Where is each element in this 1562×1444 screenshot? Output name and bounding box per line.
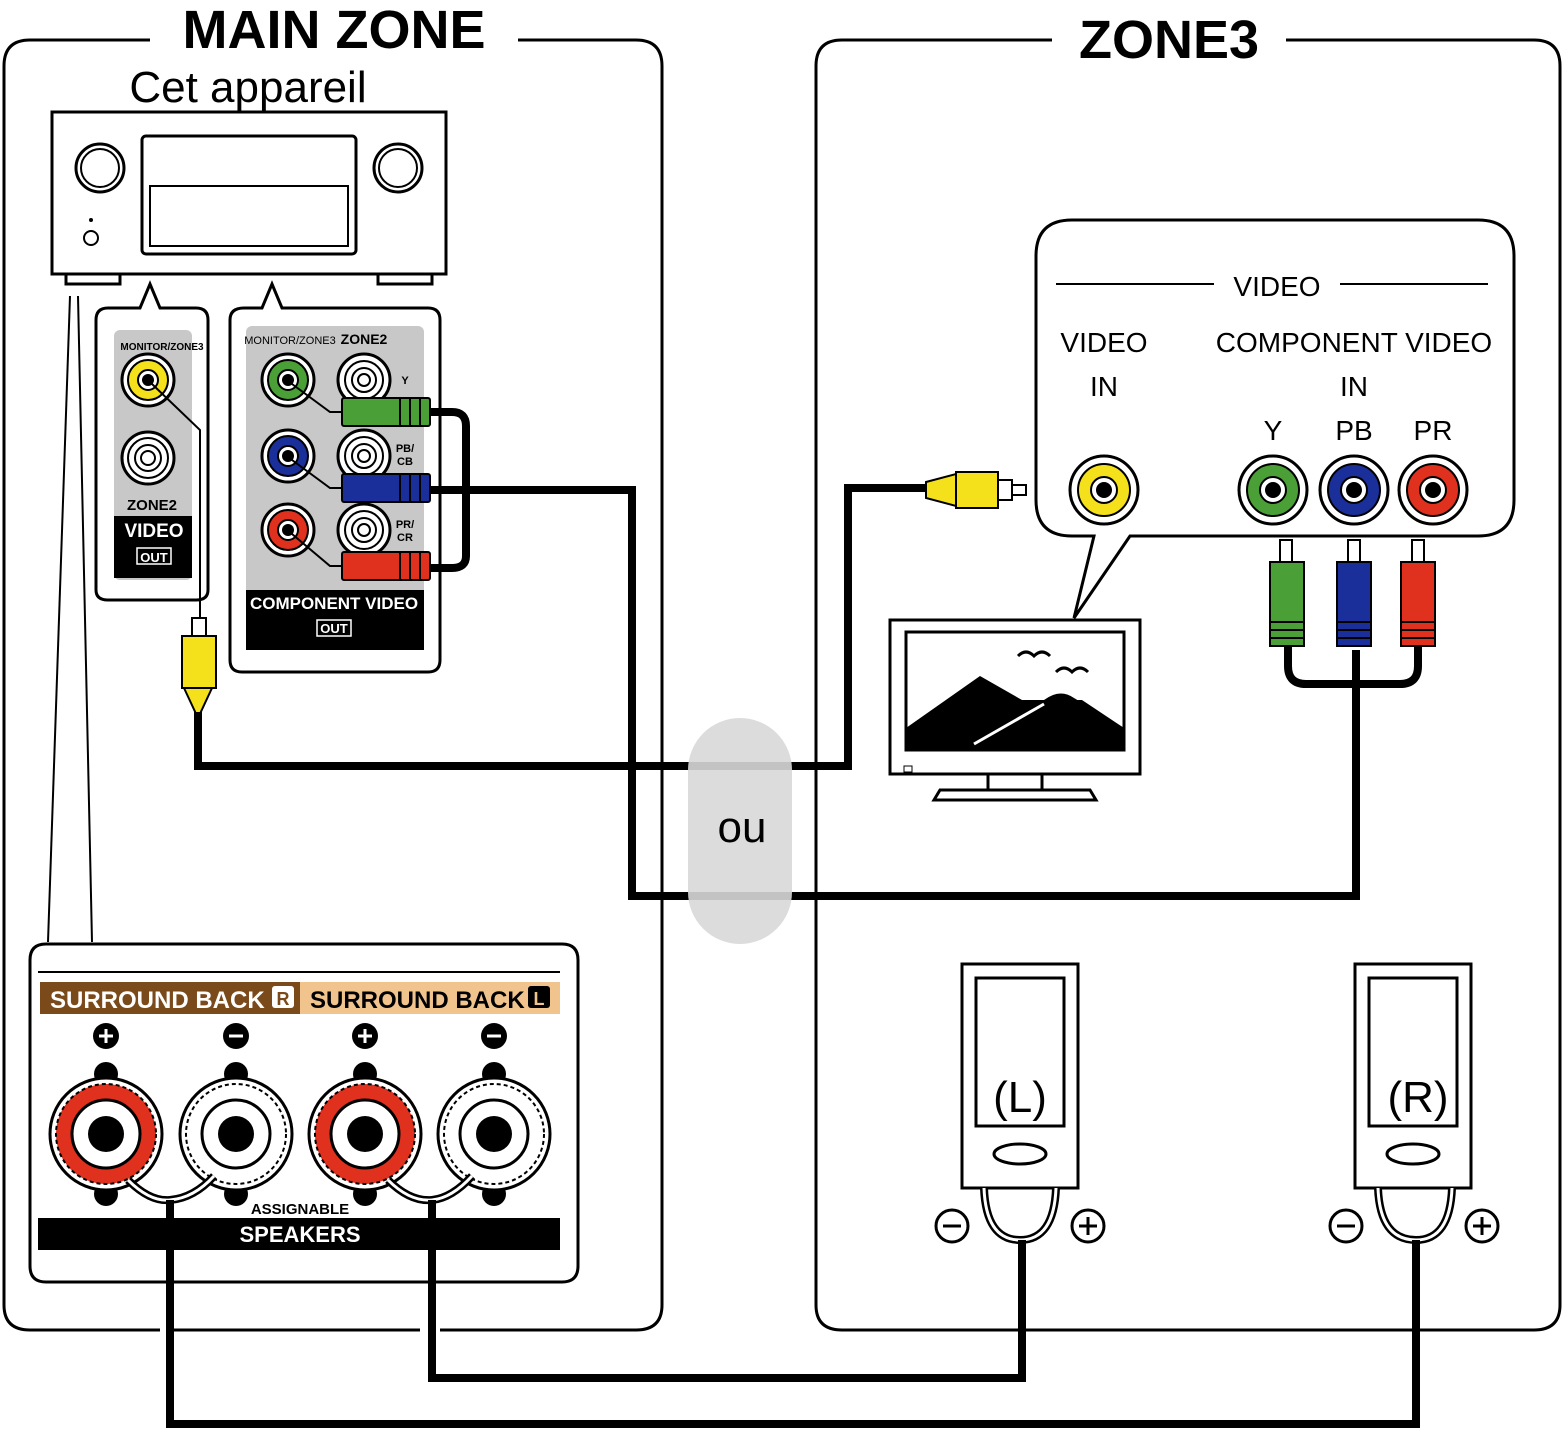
zone2-component-jacks (336, 352, 392, 558)
tv-component-cable-bundle (1284, 646, 1422, 688)
component-cable (430, 486, 1360, 900)
speaker-polarity-icons (934, 1208, 1500, 1244)
zone3-title: ZONE3 (1079, 10, 1259, 70)
component-cb-label: CB (397, 456, 413, 468)
video-out-lead (151, 383, 201, 618)
component-out-jack-y[interactable] (260, 352, 316, 408)
speaker-terminal-r-minus[interactable] (178, 1062, 294, 1206)
speaker-terminal-l-minus[interactable] (436, 1062, 552, 1206)
tv-video-in-line2: IN (1090, 371, 1118, 402)
video-panel-top-label: MONITOR/ZONE3 (120, 342, 204, 353)
video-panel-zone2-label: ZONE2 (127, 497, 177, 514)
speaker-right (1353, 962, 1473, 1190)
component-y-label: Y (401, 375, 409, 387)
component-out-jack-pr[interactable] (260, 502, 316, 558)
tv-panel-header: VIDEO (1233, 271, 1320, 302)
video-panel-out-label: OUT (140, 550, 168, 565)
component-pr-label: PR/ (396, 519, 414, 531)
speaker-cables (166, 1200, 1420, 1428)
component-out-plugs (291, 383, 431, 581)
tv-component-in-pr[interactable] (1397, 454, 1469, 526)
zone3-border (814, 38, 1562, 1332)
tv-component-in-pb[interactable] (1318, 454, 1390, 526)
component-pb-label: PB/ (396, 443, 414, 455)
component-zone2-label: ZONE2 (341, 331, 388, 347)
video-out-jack-zone2[interactable] (120, 430, 176, 486)
component-cr-label: CR (397, 532, 413, 544)
speaker-terminal-r-plus[interactable] (48, 1062, 164, 1206)
r-badge-box (272, 986, 294, 1008)
surround-back-l-label: SURROUND BACK (310, 987, 525, 1014)
l-badge-box (528, 986, 550, 1008)
component-out-jack-pb[interactable] (260, 428, 316, 484)
l-badge: L (534, 989, 545, 1009)
receiver-unit (50, 110, 448, 286)
tv-component-line2: IN (1340, 371, 1368, 402)
tv-video-plug (925, 471, 1027, 509)
main-zone-title: MAIN ZONE (183, 0, 486, 60)
tv-input-callout (1034, 218, 1516, 619)
tv-y-label: Y (1264, 415, 1283, 446)
component-panel-out-label: OUT (320, 621, 348, 636)
tv-video-in-line1: VIDEO (1060, 327, 1147, 358)
r-badge: R (277, 989, 290, 1009)
or-bubble (688, 718, 792, 944)
video-out-plug (181, 617, 217, 721)
speaker-terminal-l-plus[interactable] (307, 1062, 423, 1206)
speaker-wire-loops (980, 1187, 1456, 1245)
tv-pb-label: PB (1335, 415, 1372, 446)
component-monitor-label: MONITOR/ZONE3 (244, 335, 335, 347)
speaker-left-label: (L) (993, 1073, 1047, 1122)
tv-set (888, 618, 1142, 802)
speaker-left (960, 962, 1080, 1190)
receiver-leader-lines (47, 295, 93, 943)
tv-video-in-jack[interactable] (1068, 454, 1140, 526)
main-zone-border (2, 38, 664, 1332)
component-panel-title: COMPONENT VIDEO (250, 594, 418, 613)
assignable-label: ASSIGNABLE (251, 1201, 349, 1218)
device-label: Cet appareil (129, 63, 366, 112)
video-panel-title: VIDEO (124, 521, 183, 542)
speakers-label: SPEAKERS (239, 1222, 360, 1247)
surround-back-r-label: SURROUND BACK (50, 987, 265, 1014)
tv-component-line1: COMPONENT VIDEO (1216, 327, 1492, 358)
tv-pr-label: PR (1414, 415, 1453, 446)
tv-component-plugs (1269, 539, 1436, 647)
tv-component-in-y[interactable] (1237, 454, 1309, 526)
speaker-right-label: (R) (1387, 1073, 1448, 1122)
or-label: ou (718, 803, 767, 852)
terminal-polarity-icons (93, 1023, 507, 1049)
video-cable (194, 484, 926, 770)
